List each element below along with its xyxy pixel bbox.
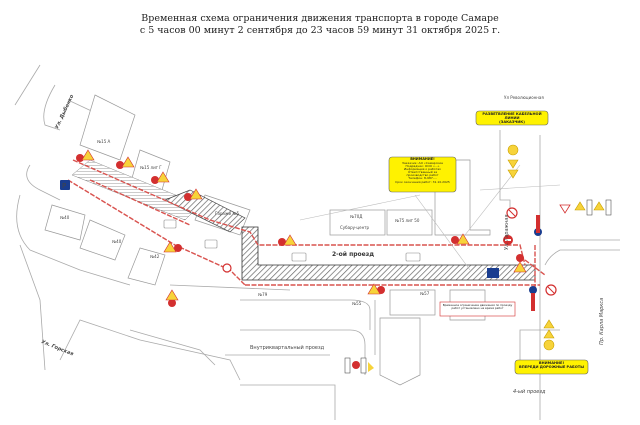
sign-cluster-9 xyxy=(451,233,470,245)
scheme-title: Временная схема ограничения движения тра… xyxy=(141,13,499,24)
building-label-15g: №15 лит Г xyxy=(140,165,162,170)
sign-cluster-8 xyxy=(165,289,179,307)
notice-cable-branch xyxy=(475,110,549,126)
notice-top-line: Срок окончания работ: 31.10.2025 xyxy=(395,179,450,184)
building-label-garages: Гаражи №5 xyxy=(215,211,240,216)
building-label-40b: №40 xyxy=(112,239,122,244)
notice-restriction xyxy=(439,301,516,317)
notice-top-line: Информация о работах xyxy=(404,166,441,171)
barrier-post-1 xyxy=(536,215,540,233)
keep-right-sign-icon-2 xyxy=(529,286,537,294)
building-label-subaru: Субару-центр xyxy=(340,225,370,230)
notice-road-works-text: ВНИМАНИЕ! ВПЕРЕДИ ДОРОЖНЫЕ РАБОТЫ xyxy=(515,361,588,370)
notice-top-line: Телефон: 8-987-... xyxy=(408,176,437,181)
sign-cluster-7 xyxy=(367,283,385,295)
building-label-57: №57 xyxy=(420,291,430,296)
sign-cluster-bottom xyxy=(344,357,374,374)
notice-road-works-ahead xyxy=(514,359,589,375)
warning-signs-bottom xyxy=(543,319,555,351)
notice-top-heading: ВНИМАНИЕ! xyxy=(410,157,435,161)
notice-cable-title: РАЗВЕТВЛЕНИЕ КАБЕЛЬНОЙ ЛИНИИ xyxy=(482,112,542,120)
building-label-42: №42 xyxy=(150,254,160,259)
notice-restriction-text: Временное ограничение движения по проезд… xyxy=(442,303,513,310)
building-label-70d: №70Д xyxy=(350,214,363,219)
building-label-15a: №15 А xyxy=(97,139,111,144)
notice-top-line: Ответственный за xyxy=(407,170,438,175)
sign-cluster-6 xyxy=(278,234,297,246)
detour-sign-icon xyxy=(487,268,499,278)
sign-cluster-4 xyxy=(184,188,203,201)
scheme-period: с 5 часов 00 минут 2 сентября до 23 часо… xyxy=(139,25,501,36)
notice-top-line: Заказчик: АО «Самарские xyxy=(402,160,443,165)
warning-signs-right xyxy=(559,199,612,216)
building-label-55: №55 xyxy=(352,301,362,306)
street-label-karla-marksa: Пр. Карла Маркса xyxy=(599,297,605,345)
notice-cable-text: РАЗВЕТВЛЕНИЕ КАБЕЛЬНОЙ ЛИНИИ (ЗАКАЗЧИК) xyxy=(476,112,548,124)
sign-cluster-3 xyxy=(151,171,170,184)
notice-cable-sub: (ЗАКАЗЧИК) xyxy=(499,119,525,124)
street-label-revolution: Ул Революционная xyxy=(504,95,544,100)
sign-cluster-2 xyxy=(116,156,135,169)
street-label-third-proezd: 4-ый проезд xyxy=(513,389,546,395)
sign-cluster-1 xyxy=(76,149,95,162)
notice-top-line: производство работ xyxy=(406,173,439,178)
sign-no-stopping-1 xyxy=(506,207,518,219)
car-icons xyxy=(163,219,421,262)
warning-signs-top xyxy=(507,144,519,179)
parking-sign: P xyxy=(60,180,70,190)
barrier-post-2 xyxy=(531,293,535,311)
notice-road-works-heading: ВНИМАНИЕ! xyxy=(538,361,565,365)
sign-cluster-10 xyxy=(513,254,527,273)
notice-board-top xyxy=(388,156,457,193)
hatched-parking xyxy=(71,159,246,233)
notice-top-text: ВНИМАНИЕ! Заказчик: АО «Самарские Подряд… xyxy=(389,157,456,184)
road-signs xyxy=(76,144,612,374)
sign-no-entry-1 xyxy=(222,263,232,273)
building-label-79: №79 xyxy=(258,292,268,297)
building-label-40a: №40 xyxy=(60,215,70,220)
sign-cluster-5 xyxy=(163,241,182,253)
guide-lines xyxy=(299,164,561,271)
building-label-75: №75 лит 50 xyxy=(395,218,420,223)
street-label-vnutrikvartalny: Внутриквартальный проезд xyxy=(250,345,325,351)
sign-stop-1 xyxy=(503,235,513,245)
svg-text:P: P xyxy=(62,182,66,190)
street-label-garazhnaya: Ул. Гаражная xyxy=(504,214,510,250)
sign-no-stopping-2 xyxy=(545,284,557,296)
notice-top-line: Подрядчик: ООО «...» xyxy=(405,163,440,168)
work-zone-fence xyxy=(67,159,546,290)
notice-road-works-body: ВПЕРЕДИ ДОРОЖНЫЕ РАБОТЫ xyxy=(519,364,584,369)
detour-signs xyxy=(487,228,542,294)
street-label-second-proezd: 2-ой проезд xyxy=(332,251,375,258)
